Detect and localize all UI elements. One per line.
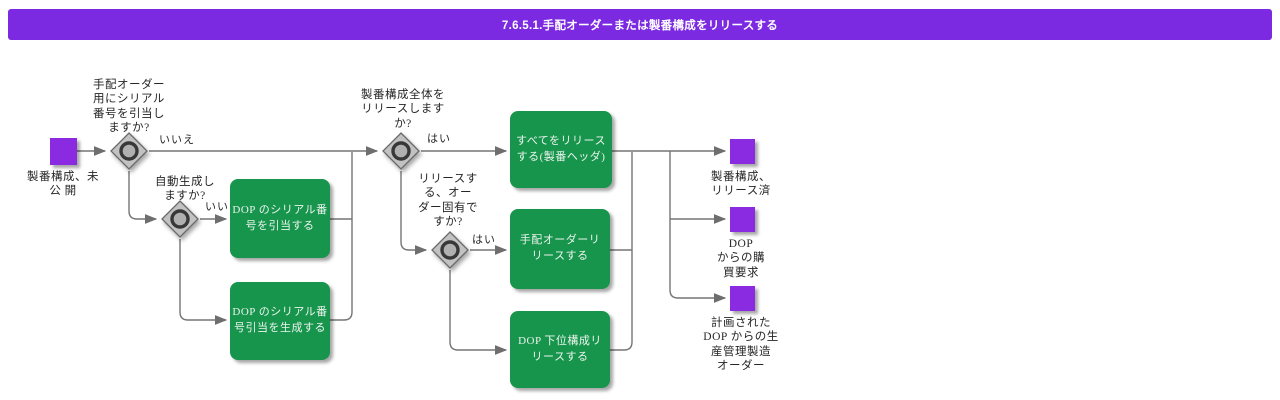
gateway2-question: 自動生成し ますか? [155, 176, 215, 203]
gateway-release-whole [382, 132, 420, 170]
edge-task2-out [330, 152, 353, 321]
task-allocate-dop-serial[interactable]: DOP のシリアル番 号を引当する [230, 179, 330, 258]
task-generate-dop-serial[interactable]: DOP のシリアル番 号引当を生成する [230, 282, 330, 360]
gateway1-question: 手配オーダー 用にシリアル 番号を引当し ますか? [93, 79, 165, 135]
end-event-planned-order[interactable] [730, 286, 755, 311]
task-release-order[interactable]: 手配オーダーリ リースする [510, 209, 610, 289]
edge-task5-bus [610, 152, 633, 351]
gateway-order-specific [431, 231, 469, 269]
end-event-purchase-requisition-label: DOP からの購 買要求 [717, 238, 765, 279]
gateway4-yes-label: はい [472, 234, 496, 246]
gateway3-yes-label: はい [427, 133, 451, 145]
start-event[interactable] [50, 138, 77, 165]
end-event-planned-order-label: 計画された DOP からの生 産管理製造 オーダー [703, 317, 779, 373]
start-event-label: 製番構成、未 公 開 [27, 171, 99, 198]
end-event-released-label: 製番構成、 リリース済 [711, 171, 771, 198]
end-event-released[interactable] [730, 139, 755, 164]
gateway4-question: リリースす る、オー ダー固有で すか? [418, 173, 478, 229]
task-release-dop-substructure[interactable]: DOP 下位構成リ リースする [510, 311, 610, 388]
task-release-all[interactable]: すべてをリリース する(製番ヘッダ) [510, 111, 612, 188]
process-header: 7.6.5.1.手配オーダーまたは製番構成をリリースする [8, 9, 1272, 40]
gateway1-no-label: いいえ [159, 134, 195, 146]
gateway-auto-generate [161, 200, 199, 238]
edge-gateway4-down [449, 270, 508, 355]
process-title: 7.6.5.1.手配オーダーまたは製番構成をリリースする [501, 19, 779, 32]
gateway3-question: 製番構成全体を リリースします か? [361, 89, 445, 130]
gateway-allocate-serial [110, 132, 148, 170]
edge-gateway2-down [179, 239, 228, 325]
end-event-purchase-requisition[interactable] [730, 207, 755, 232]
